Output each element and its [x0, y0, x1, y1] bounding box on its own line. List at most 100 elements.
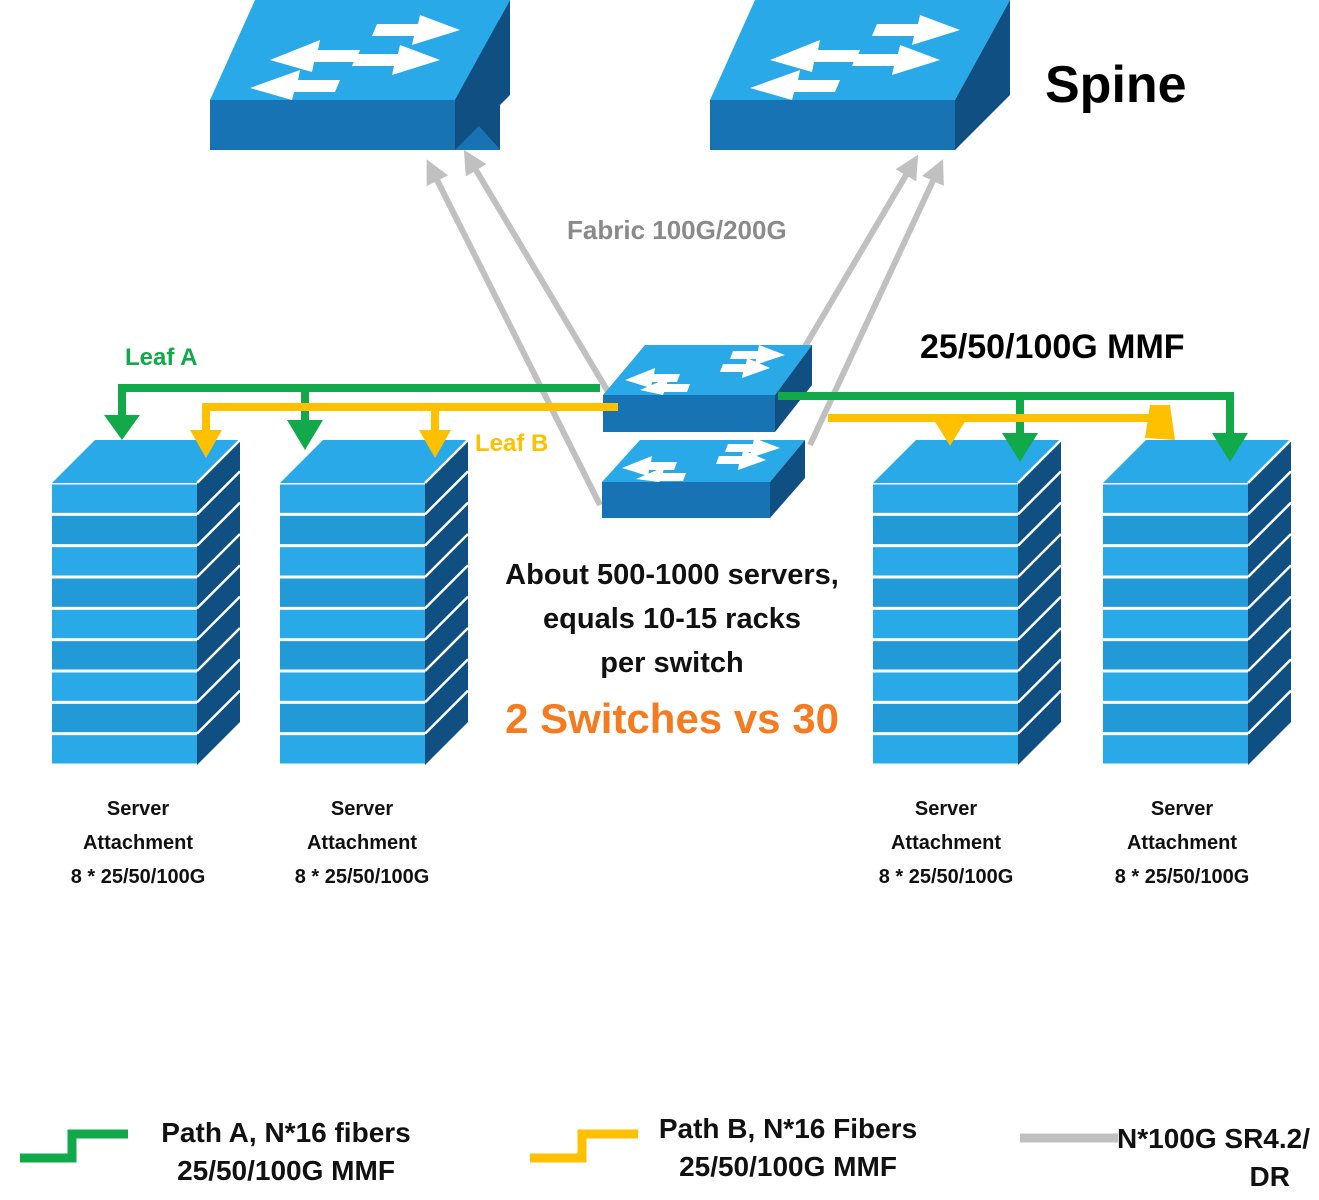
legend-text-line: 25/50/100G MMF	[679, 1151, 897, 1182]
caption-line: 8 * 25/50/100G	[294, 866, 430, 888]
center-note-line1: About 500-1000 servers,	[505, 559, 839, 591]
rack-side-divider	[1017, 595, 1062, 641]
rack-side-divider	[1247, 470, 1292, 516]
path-a-arrowheads	[104, 415, 1248, 462]
rack-side-divider	[424, 595, 469, 641]
rack-unit	[1103, 703, 1248, 733]
switch-arrows-icon	[622, 438, 780, 482]
rack-unit	[52, 641, 197, 670]
server-racks	[52, 439, 1292, 765]
caption-line: 8 * 25/50/100G	[70, 866, 206, 888]
server-caption-4: Server Attachment 8 * 25/50/100G	[1072, 792, 1292, 894]
rack-unit	[1103, 547, 1248, 576]
rack-unit	[280, 484, 425, 513]
caption-line: Server	[1150, 798, 1214, 820]
legend-path-b: Path B, N*16 Fibers 25/50/100G MMF	[638, 1110, 938, 1186]
leaf-switch-b	[602, 438, 805, 518]
rack-unit	[280, 547, 425, 576]
server-rack	[280, 439, 469, 765]
rack-side-divider	[196, 627, 241, 672]
server-caption-3: Server Attachment 8 * 25/50/100G	[836, 792, 1056, 894]
rack-unit	[280, 672, 425, 701]
rack-side-divider	[1017, 689, 1062, 735]
center-note: About 500-1000 servers, equals 10-15 rac…	[505, 553, 839, 685]
rack-side-divider	[424, 564, 469, 610]
rack-unit	[1103, 484, 1248, 513]
legend-text-line: N*100G SR4.2/	[1117, 1123, 1310, 1154]
leaf-b-label: Leaf B	[475, 430, 549, 457]
rack-unit	[280, 703, 425, 733]
rack-top-face	[52, 440, 240, 483]
caption-line: Attachment	[82, 832, 193, 854]
rack-unit	[873, 609, 1018, 639]
legend-path-a-line	[20, 1129, 128, 1163]
center-note-line3: per switch	[600, 647, 744, 679]
rack-side-divider	[1247, 439, 1292, 484]
rack-side-divider	[1017, 439, 1062, 484]
rack-unit	[873, 484, 1018, 513]
legend-fabric: N*100G SR4.2/ DR	[1060, 1120, 1310, 1196]
fabric-label: Fabric 100G/200G	[567, 215, 787, 245]
server-rack	[1103, 439, 1292, 765]
rack-unit	[873, 641, 1018, 670]
rack-side-divider	[196, 658, 241, 704]
legend-path-b-line	[530, 1129, 638, 1163]
rack-side-divider	[1247, 564, 1292, 610]
rack-side-divider	[1017, 533, 1062, 578]
rack-unit	[1103, 578, 1248, 607]
rack-side-divider	[196, 470, 241, 516]
rack-side-divider	[424, 439, 469, 484]
rack-unit	[52, 515, 197, 545]
rack-unit	[1103, 672, 1248, 701]
rack-top-face	[1103, 440, 1291, 483]
caption-line: 8 * 25/50/100G	[1114, 866, 1250, 888]
rack-unit	[1103, 609, 1248, 639]
server-caption-2: Server Attachment 8 * 25/50/100G	[252, 792, 472, 894]
rack-side-divider	[1017, 658, 1062, 704]
legend-text-line: Path B, N*16 Fibers	[658, 1113, 918, 1144]
rack-unit	[52, 484, 197, 513]
rack-side-divider	[1247, 595, 1292, 641]
rack-side-divider	[1017, 564, 1062, 610]
rack-unit	[1103, 641, 1248, 670]
legend-text-line: Path A, N*16 fibers	[161, 1117, 411, 1148]
rack-side-divider	[196, 533, 241, 578]
rack-unit	[280, 515, 425, 545]
rack-side-divider	[424, 501, 469, 547]
server-rack	[52, 439, 241, 765]
rack-unit	[873, 515, 1018, 545]
rack-unit	[1103, 515, 1248, 545]
leaf-a-label: Leaf A	[125, 344, 198, 371]
rack-unit	[1103, 735, 1248, 764]
rack-unit	[52, 578, 197, 607]
rack-side-divider	[196, 564, 241, 610]
rack-side-divider	[196, 689, 241, 735]
rack-side-divider	[1017, 470, 1062, 516]
rack-side-divider	[424, 689, 469, 735]
legend-text-line: 25/50/100G MMF	[177, 1155, 395, 1186]
rack-side-divider	[1247, 689, 1292, 735]
rack-side-divider	[424, 658, 469, 704]
spine-switch-right	[710, 0, 1010, 150]
spine-title: Spine	[1045, 56, 1187, 114]
rack-unit	[52, 672, 197, 701]
rack-side-divider	[1017, 501, 1062, 547]
switch-arrows-icon	[250, 15, 460, 100]
rack-side-divider	[424, 533, 469, 578]
rack-side-divider	[1247, 627, 1292, 672]
rack-side-divider	[196, 595, 241, 641]
rack-side-divider	[196, 439, 241, 484]
caption-line: Attachment	[306, 832, 417, 854]
rack-side-divider	[1247, 501, 1292, 547]
rack-unit	[52, 735, 197, 764]
rack-side-divider	[424, 470, 469, 516]
switch-arrows-icon	[750, 15, 960, 100]
rack-unit	[873, 547, 1018, 576]
rack-side-face	[197, 440, 240, 765]
spine-switch-left	[210, 0, 510, 150]
server-caption-1: Server Attachment 8 * 25/50/100G	[28, 792, 248, 894]
rack-side-divider	[1247, 533, 1292, 578]
caption-line: Server	[914, 798, 978, 820]
rack-side-divider	[1247, 658, 1292, 704]
